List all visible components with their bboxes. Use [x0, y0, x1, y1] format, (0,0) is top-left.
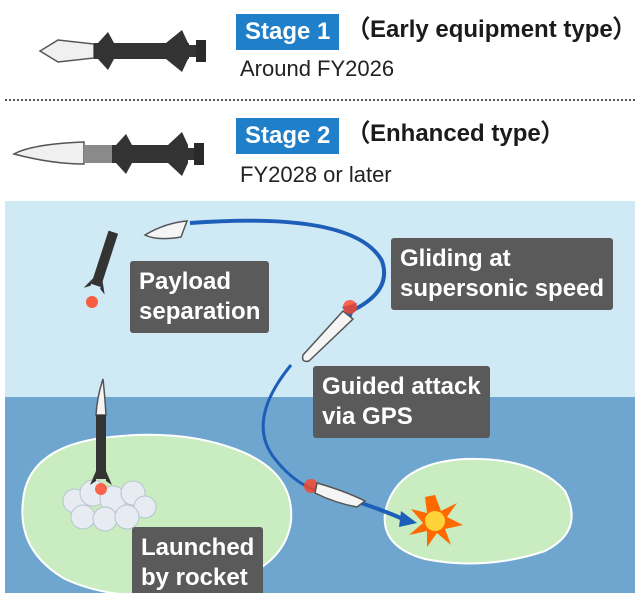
impact-explosion-icon: [409, 495, 463, 547]
callout-line-1: Gliding at: [400, 245, 511, 272]
stage1-missile-icon: [38, 30, 206, 72]
callout-line-2: via GPS: [322, 403, 413, 430]
separation-flash: [86, 296, 98, 308]
stage2-date-label: FY2028 or later: [240, 162, 392, 187]
stage2-missile-icon: [12, 132, 204, 176]
stage2-type-label: （Enhanced type）: [346, 120, 565, 147]
spent-booster-icon: [83, 230, 119, 295]
payload-separation-callout: Payload separation: [130, 261, 270, 333]
gliding-vehicle-icon: [301, 309, 355, 363]
stage2-badge: Stage 2: [236, 118, 340, 154]
callout-line-1: Launched: [141, 534, 255, 561]
separated-glider-icon: [143, 220, 189, 240]
launch-rocket-icon: [90, 378, 112, 495]
callout-line-2: supersonic speed: [400, 275, 605, 302]
stage1-date-label: Around FY2026: [240, 56, 395, 81]
callout-line-2: separation: [139, 298, 261, 325]
attacking-vehicle-icon: [314, 482, 367, 508]
launched-callout: Launched by rocket: [132, 527, 264, 593]
stage1-badge: Stage 1: [236, 14, 340, 50]
flight-profile-scene: Payload separation Gliding at supersonic…: [5, 201, 635, 593]
callout-line-1: Payload: [139, 268, 232, 295]
glide-trajectory: [189, 218, 387, 315]
stage1-type-label: （Early equipment type）: [346, 16, 637, 43]
callout-line-2: by rocket: [141, 564, 248, 591]
guided-attack-callout: Guided attack via GPS: [313, 366, 490, 438]
gliding-callout: Gliding at supersonic speed: [391, 238, 614, 310]
target-island: [383, 457, 573, 565]
callout-line-1: Guided attack: [322, 373, 481, 400]
stage-divider: [5, 99, 635, 101]
